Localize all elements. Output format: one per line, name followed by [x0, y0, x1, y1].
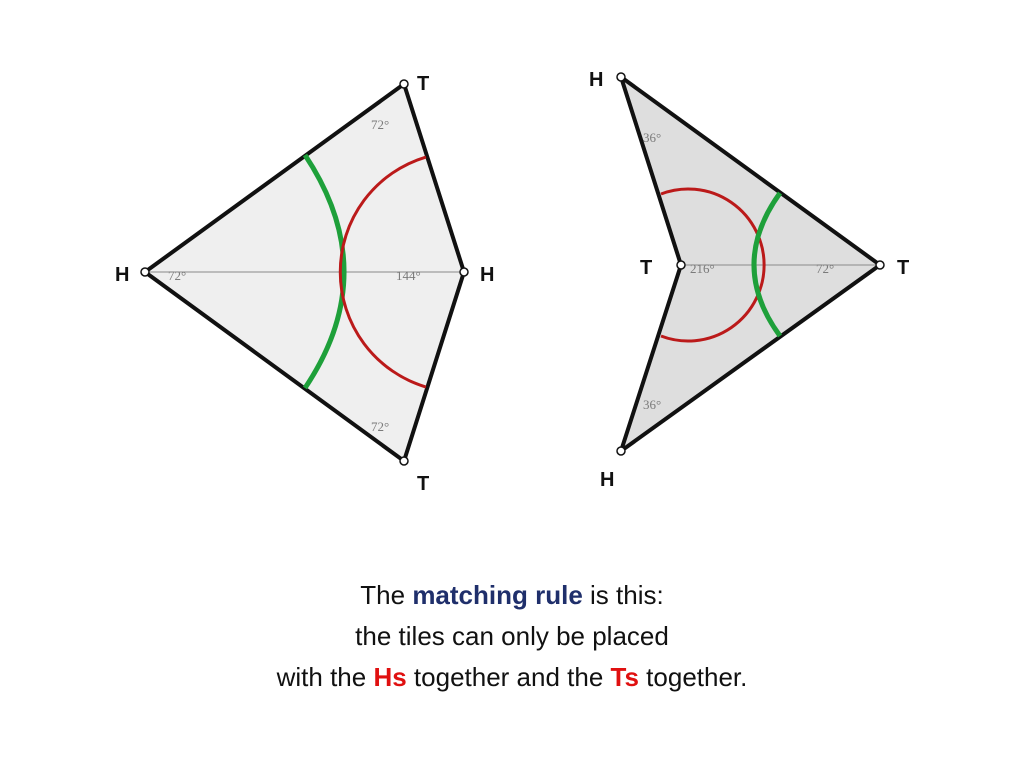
- kite-red-arc: [338, 155, 427, 389]
- caption-text: together and the: [406, 662, 611, 692]
- dart-label-bottom: H: [600, 469, 614, 491]
- caption-line-1: The matching rule is this:: [0, 575, 1024, 616]
- dart-angle-top: 36°: [643, 130, 661, 145]
- penrose-tiles-diagram: H T H T 72° 144° 72° 72° H T T H 36° 216…: [115, 69, 909, 495]
- kite-angle-right: 144°: [396, 268, 421, 283]
- dart-angle-inner: 216°: [690, 261, 715, 276]
- dart-angle-right: 72°: [816, 261, 834, 276]
- kite-angle-left: 72°: [168, 268, 186, 283]
- kite-green-arc: [302, 153, 347, 390]
- kite-label-bottom: T: [417, 473, 429, 495]
- dart-label-right: T: [897, 257, 909, 279]
- caption-text: together.: [638, 662, 748, 692]
- kite-vertex-left: [140, 267, 150, 277]
- kite-tile: H T H T 72° 144° 72° 72°: [115, 73, 494, 495]
- matching-rule-caption: The matching rule is this: the tiles can…: [0, 575, 1024, 698]
- kite-vertex-right: [459, 267, 469, 277]
- caption-text: with the: [276, 662, 374, 692]
- caption-emphasis-ts: Ts: [610, 662, 639, 692]
- caption-text: is this:: [582, 580, 664, 610]
- caption-text: The: [360, 580, 413, 610]
- dart-vertex-top: [616, 72, 626, 82]
- dart-green-arc: [751, 191, 783, 338]
- caption-line-2: the tiles can only be placed: [355, 621, 669, 651]
- kite-label-right: H: [480, 264, 494, 286]
- dart-label-top: H: [589, 69, 603, 91]
- caption-emphasis-hs: Hs: [373, 662, 407, 692]
- kite-angle-bottom: 72°: [371, 419, 389, 434]
- kite-vertex-top: [399, 79, 409, 89]
- dart-angle-bottom: 36°: [643, 397, 661, 412]
- dart-red-arc: [660, 187, 766, 343]
- kite-label-top: T: [417, 73, 429, 95]
- dart-tile: H T T H 36° 216° 72° 36°: [589, 69, 909, 491]
- dart-vertex-right: [875, 260, 885, 270]
- kite-angle-top: 72°: [371, 117, 389, 132]
- kite-vertex-bottom: [399, 456, 409, 466]
- dart-vertex-inner: [676, 260, 686, 270]
- dart-vertex-bottom: [616, 446, 626, 456]
- dart-label-inner: T: [640, 257, 652, 279]
- caption-line-3: with the Hs together and the Ts together…: [0, 657, 1024, 698]
- caption-emphasis-matching-rule: matching rule: [412, 580, 583, 610]
- kite-label-left: H: [115, 264, 129, 286]
